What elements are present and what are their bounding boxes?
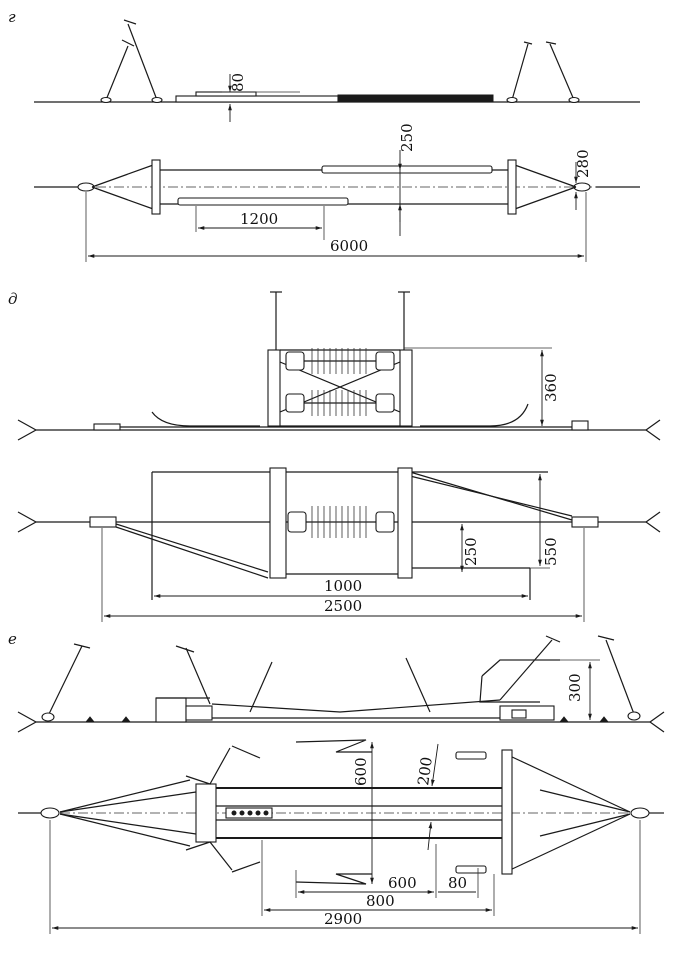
panel-g: г 80 [8, 8, 640, 262]
panel-g-label: г [8, 8, 16, 26]
insulator-top [285, 348, 395, 374]
panel-d-label: д [8, 290, 18, 308]
dim-250-g: 250 [398, 123, 416, 152]
dim-600-horizontal: 600 [388, 874, 417, 892]
dim-550: 550 [542, 537, 560, 566]
dim-200: 200 [414, 756, 436, 787]
panel-e: е 300 [8, 630, 665, 934]
left-anchor-pair [100, 19, 163, 104]
dim-600-vertical: 600 [352, 757, 370, 786]
device-dark-part [337, 94, 494, 103]
device-light-part [175, 95, 339, 103]
dim-80-e: 80 [448, 874, 467, 892]
dim-2500: 2500 [324, 597, 362, 615]
plan-view-e [18, 739, 664, 885]
dim-6000: 6000 [330, 237, 368, 255]
dim-280: 280 [574, 149, 592, 178]
plan-view-d [17, 467, 661, 600]
plan-view-g [34, 159, 640, 215]
panel-d: д [8, 290, 661, 622]
dim-1000: 1000 [324, 577, 362, 595]
insulator-bottom [285, 390, 395, 416]
dim-1200: 1200 [240, 210, 278, 228]
dim-800: 800 [366, 892, 395, 910]
panel-e-label: е [8, 630, 17, 648]
dim-2900: 2900 [324, 910, 362, 928]
dim-300: 300 [566, 673, 584, 702]
dim-250-d: 250 [462, 537, 480, 566]
right-anchor-pair [506, 41, 580, 104]
dim-80: 80 [229, 73, 247, 92]
ground-pegs [84, 716, 610, 723]
dim-360: 360 [542, 373, 560, 402]
